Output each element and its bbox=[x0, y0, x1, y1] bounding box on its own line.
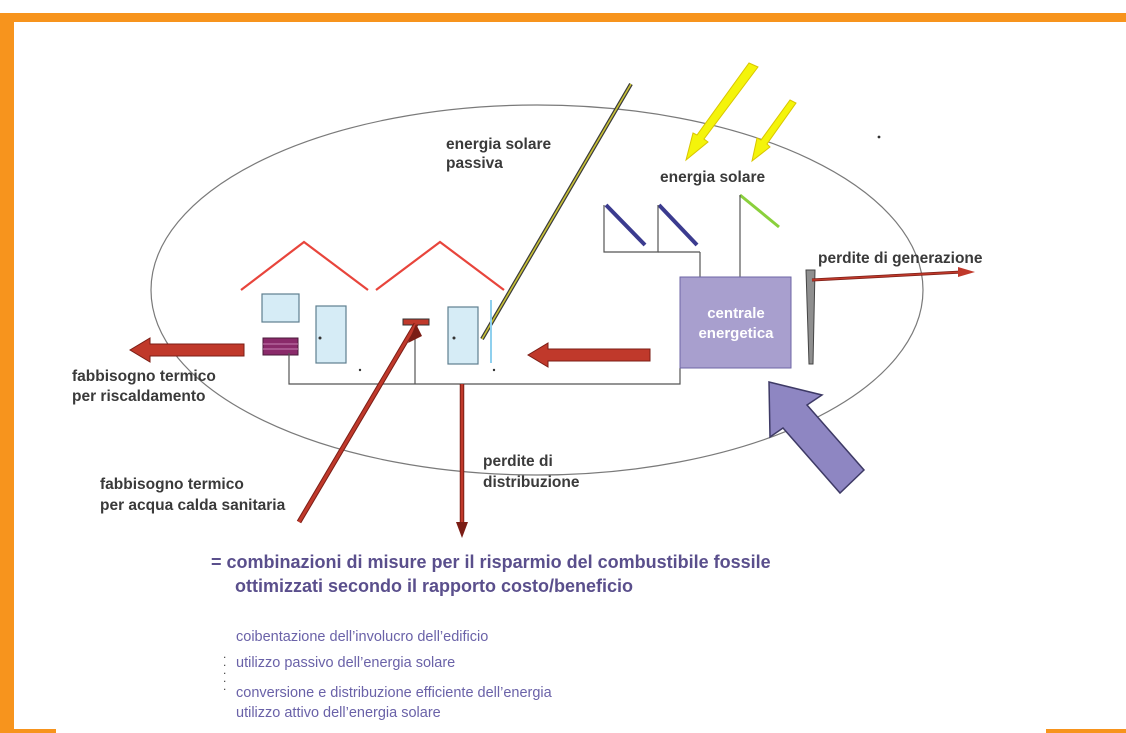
label-heating-demand-1: fabbisogno termico bbox=[72, 368, 216, 385]
bullet-dots: ..... bbox=[223, 647, 227, 693]
measure-item: conversione e distribuzione efficiente d… bbox=[236, 685, 552, 701]
solar-arrow-small bbox=[751, 99, 797, 163]
measure-item: utilizzo attivo dell’energia solare bbox=[236, 705, 441, 721]
label-passive-solar-1: energia solare bbox=[446, 136, 551, 153]
house-right bbox=[375, 240, 505, 365]
frame-bottom-right bbox=[1046, 729, 1126, 733]
dot-mark bbox=[358, 368, 362, 372]
solar-collectors bbox=[603, 193, 780, 277]
label-heating-demand-2: per riscaldamento bbox=[72, 388, 206, 405]
radiator bbox=[262, 337, 299, 356]
label-solar-energy: energia solare bbox=[660, 169, 765, 186]
plant-label-line-1: centrale bbox=[707, 305, 765, 322]
door bbox=[315, 305, 347, 364]
measure-item: coibentazione dell’involucro dell’edific… bbox=[236, 629, 489, 645]
plant-label-line-2: energetica bbox=[698, 325, 774, 342]
frame-left-bar bbox=[0, 13, 14, 733]
label-distribution-losses-1: perdite di bbox=[483, 453, 553, 470]
distribution-pipe bbox=[288, 353, 681, 385]
plant-to-house-arrow bbox=[527, 342, 651, 368]
measure-item: utilizzo passivo dell’energia solare bbox=[236, 655, 456, 671]
solar-arrow-large bbox=[685, 62, 759, 162]
label-generation-losses: perdite di generazione bbox=[818, 250, 983, 267]
fuel-input-arrow bbox=[768, 381, 866, 495]
heating-demand-arrow bbox=[129, 337, 245, 363]
headline-line-2: ottimizzati secondo il rapporto costo/be… bbox=[235, 576, 634, 596]
frame-bottom-left bbox=[14, 729, 56, 733]
headline: = combinazioni di misure per il risparmi… bbox=[211, 550, 771, 598]
house-left bbox=[240, 240, 369, 364]
system-boundary-ellipse bbox=[150, 104, 924, 476]
hot-water-demand-arrow bbox=[296, 322, 422, 524]
label-hot-water-demand-2: per acqua calda sanitaria bbox=[100, 497, 286, 514]
label-hot-water-demand-1: fabbisogno termico bbox=[100, 476, 244, 493]
headline-line-1: = combinazioni di misure per il risparmi… bbox=[211, 552, 771, 572]
window bbox=[261, 293, 300, 323]
door bbox=[447, 306, 479, 365]
label-passive-solar-2: passiva bbox=[446, 155, 503, 172]
frame-top-bar bbox=[0, 13, 1126, 22]
label-distribution-losses-2: distribuzione bbox=[483, 474, 580, 491]
measures-list: coibentazione dell’involucro dell’edific… bbox=[236, 624, 552, 726]
energy-plant: centrale energetica bbox=[679, 276, 792, 369]
dot-mark bbox=[492, 368, 496, 372]
generation-losses-arrow bbox=[805, 267, 975, 365]
dot-mark bbox=[877, 135, 881, 139]
distribution-losses-arrow bbox=[456, 384, 468, 538]
passive-solar-beam bbox=[480, 82, 633, 341]
